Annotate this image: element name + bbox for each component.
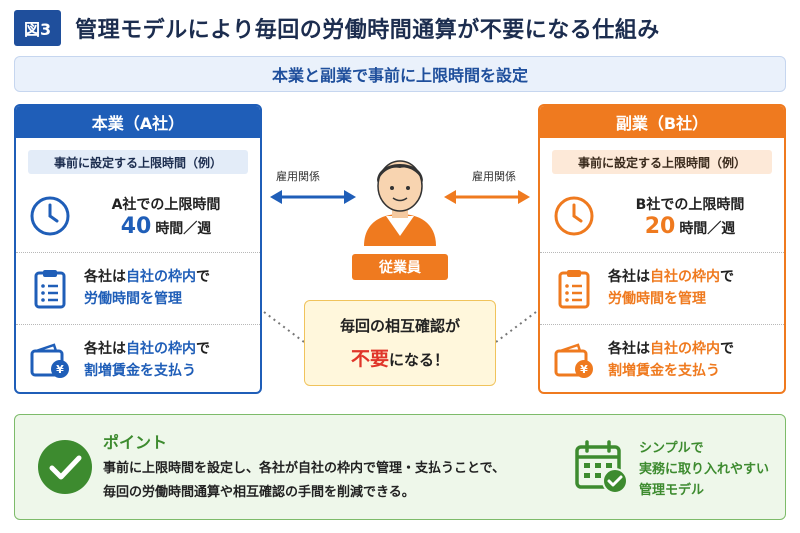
text-highlight: 労働時間を管理	[608, 290, 706, 307]
text-highlight: 自社の枠内	[126, 268, 196, 285]
wallet-yen-icon: ¥	[554, 342, 593, 378]
right-dotted-link	[495, 311, 537, 343]
side-job-pay-row: ¥ 各社は自社の枠内で 割増賃金を支払う	[540, 324, 784, 392]
text-highlight: 割増賃金を支払う	[608, 362, 720, 379]
point-side1: シンプルで	[639, 441, 704, 456]
mutual-red: 不要	[350, 348, 389, 370]
side-job-pill: 事前に設定する上限時間（例）	[552, 150, 772, 174]
main-job-title: 本業（A社）	[16, 106, 260, 138]
text-highlight: 自社の枠内	[126, 340, 196, 357]
main-job-pill: 事前に設定する上限時間（例）	[28, 150, 248, 174]
text-highlight: 自社の枠内	[650, 340, 720, 357]
side-job-limit-value: 20	[644, 213, 676, 239]
main-job-limit-unit: 時間／週	[155, 220, 212, 237]
side-job-limit-unit: 時間／週	[679, 220, 736, 237]
left-dotted-link	[263, 311, 305, 343]
svg-text:¥: ¥	[580, 363, 588, 376]
point-side-text: シンプルで 実務に取り入れやすい 管理モデル	[639, 439, 769, 501]
banner: 本業と副業で事前に上限時間を設定	[14, 56, 786, 92]
clock-icon	[30, 196, 70, 236]
text-part: で	[720, 268, 734, 285]
point-line1: 事前に上限時間を設定し、各社が自社の枠内で管理・支払うことで、	[103, 461, 506, 476]
check-circle-icon	[38, 440, 92, 494]
clock-icon	[554, 196, 594, 236]
mutual-line1: 毎回の相互確認が	[339, 317, 460, 335]
side-job-manage-row: 各社は自社の枠内で 労働時間を管理	[540, 252, 784, 324]
text-part: 各社は	[84, 340, 126, 357]
side-job-manage-text: 各社は自社の枠内で 労働時間を管理	[608, 267, 734, 310]
text-part: で	[720, 340, 734, 357]
wallet-yen-icon: ¥	[30, 342, 69, 378]
text-part: 各社は	[608, 340, 650, 357]
header: 図3 管理モデルにより毎回の労働時間通算が不要になる仕組み	[14, 10, 786, 46]
point-text: 事前に上限時間を設定し、各社が自社の枠内で管理・支払うことで、 毎回の労働時間通…	[103, 457, 505, 505]
point-title: ポイント	[103, 433, 168, 452]
point-side2: 実務に取り入れやすい	[639, 461, 770, 477]
clipboard-icon	[558, 269, 590, 308]
page-title: 管理モデルにより毎回の労働時間通算が不要になる仕組み	[75, 18, 660, 43]
main-job-pay-row: ¥ 各社は自社の枠内で 割増賃金を支払う	[16, 324, 260, 392]
text-part: 各社は	[84, 268, 126, 285]
employee-avatar-icon	[364, 160, 436, 246]
main-job-limit-value: 40	[120, 213, 152, 239]
point-line2: 毎回の労働時間通算や相互確認の手間を削減できる。	[103, 485, 415, 501]
text-highlight: 割増賃金を支払う	[84, 362, 196, 379]
side-job-limit-label: B社での上限時間	[635, 196, 745, 213]
relation-left-label: 雇用関係	[276, 170, 320, 183]
svg-text:¥: ¥	[56, 363, 64, 376]
right-relation-arrow	[444, 190, 530, 204]
calendar-check-icon	[575, 440, 628, 494]
employee-label: 従業員	[352, 254, 448, 280]
clipboard-icon	[34, 269, 66, 308]
side-job-title: 副業（B社）	[540, 106, 784, 138]
side-job-pay-text: 各社は自社の枠内で 割増賃金を支払う	[608, 339, 734, 382]
mutual-check-box: 毎回の相互確認が 不要になる！	[304, 300, 496, 386]
main-job-pay-text: 各社は自社の枠内で 割増賃金を支払う	[84, 339, 210, 382]
text-part: で	[196, 340, 210, 357]
main-job-limit-label: A社での上限時間	[111, 196, 221, 213]
text-highlight: 労働時間を管理	[84, 290, 182, 307]
point-box: ポイント 事前に上限時間を設定し、各社が自社の枠内で管理・支払うことで、 毎回の…	[14, 414, 786, 520]
mutual-rest: になる！	[389, 351, 450, 369]
relation-right-label: 雇用関係	[472, 170, 516, 183]
text-part: で	[196, 268, 210, 285]
left-relation-arrow	[270, 190, 356, 204]
main-job-manage-row: 各社は自社の枠内で 労働時間を管理	[16, 252, 260, 324]
figure-badge: 図3	[14, 10, 62, 46]
text-highlight: 自社の枠内	[650, 268, 720, 285]
main-job-manage-text: 各社は自社の枠内で 労働時間を管理	[84, 267, 210, 310]
point-side3: 管理モデル	[639, 482, 705, 498]
text-part: 各社は	[608, 268, 650, 285]
mutual-line2: 不要になる！	[305, 344, 495, 371]
